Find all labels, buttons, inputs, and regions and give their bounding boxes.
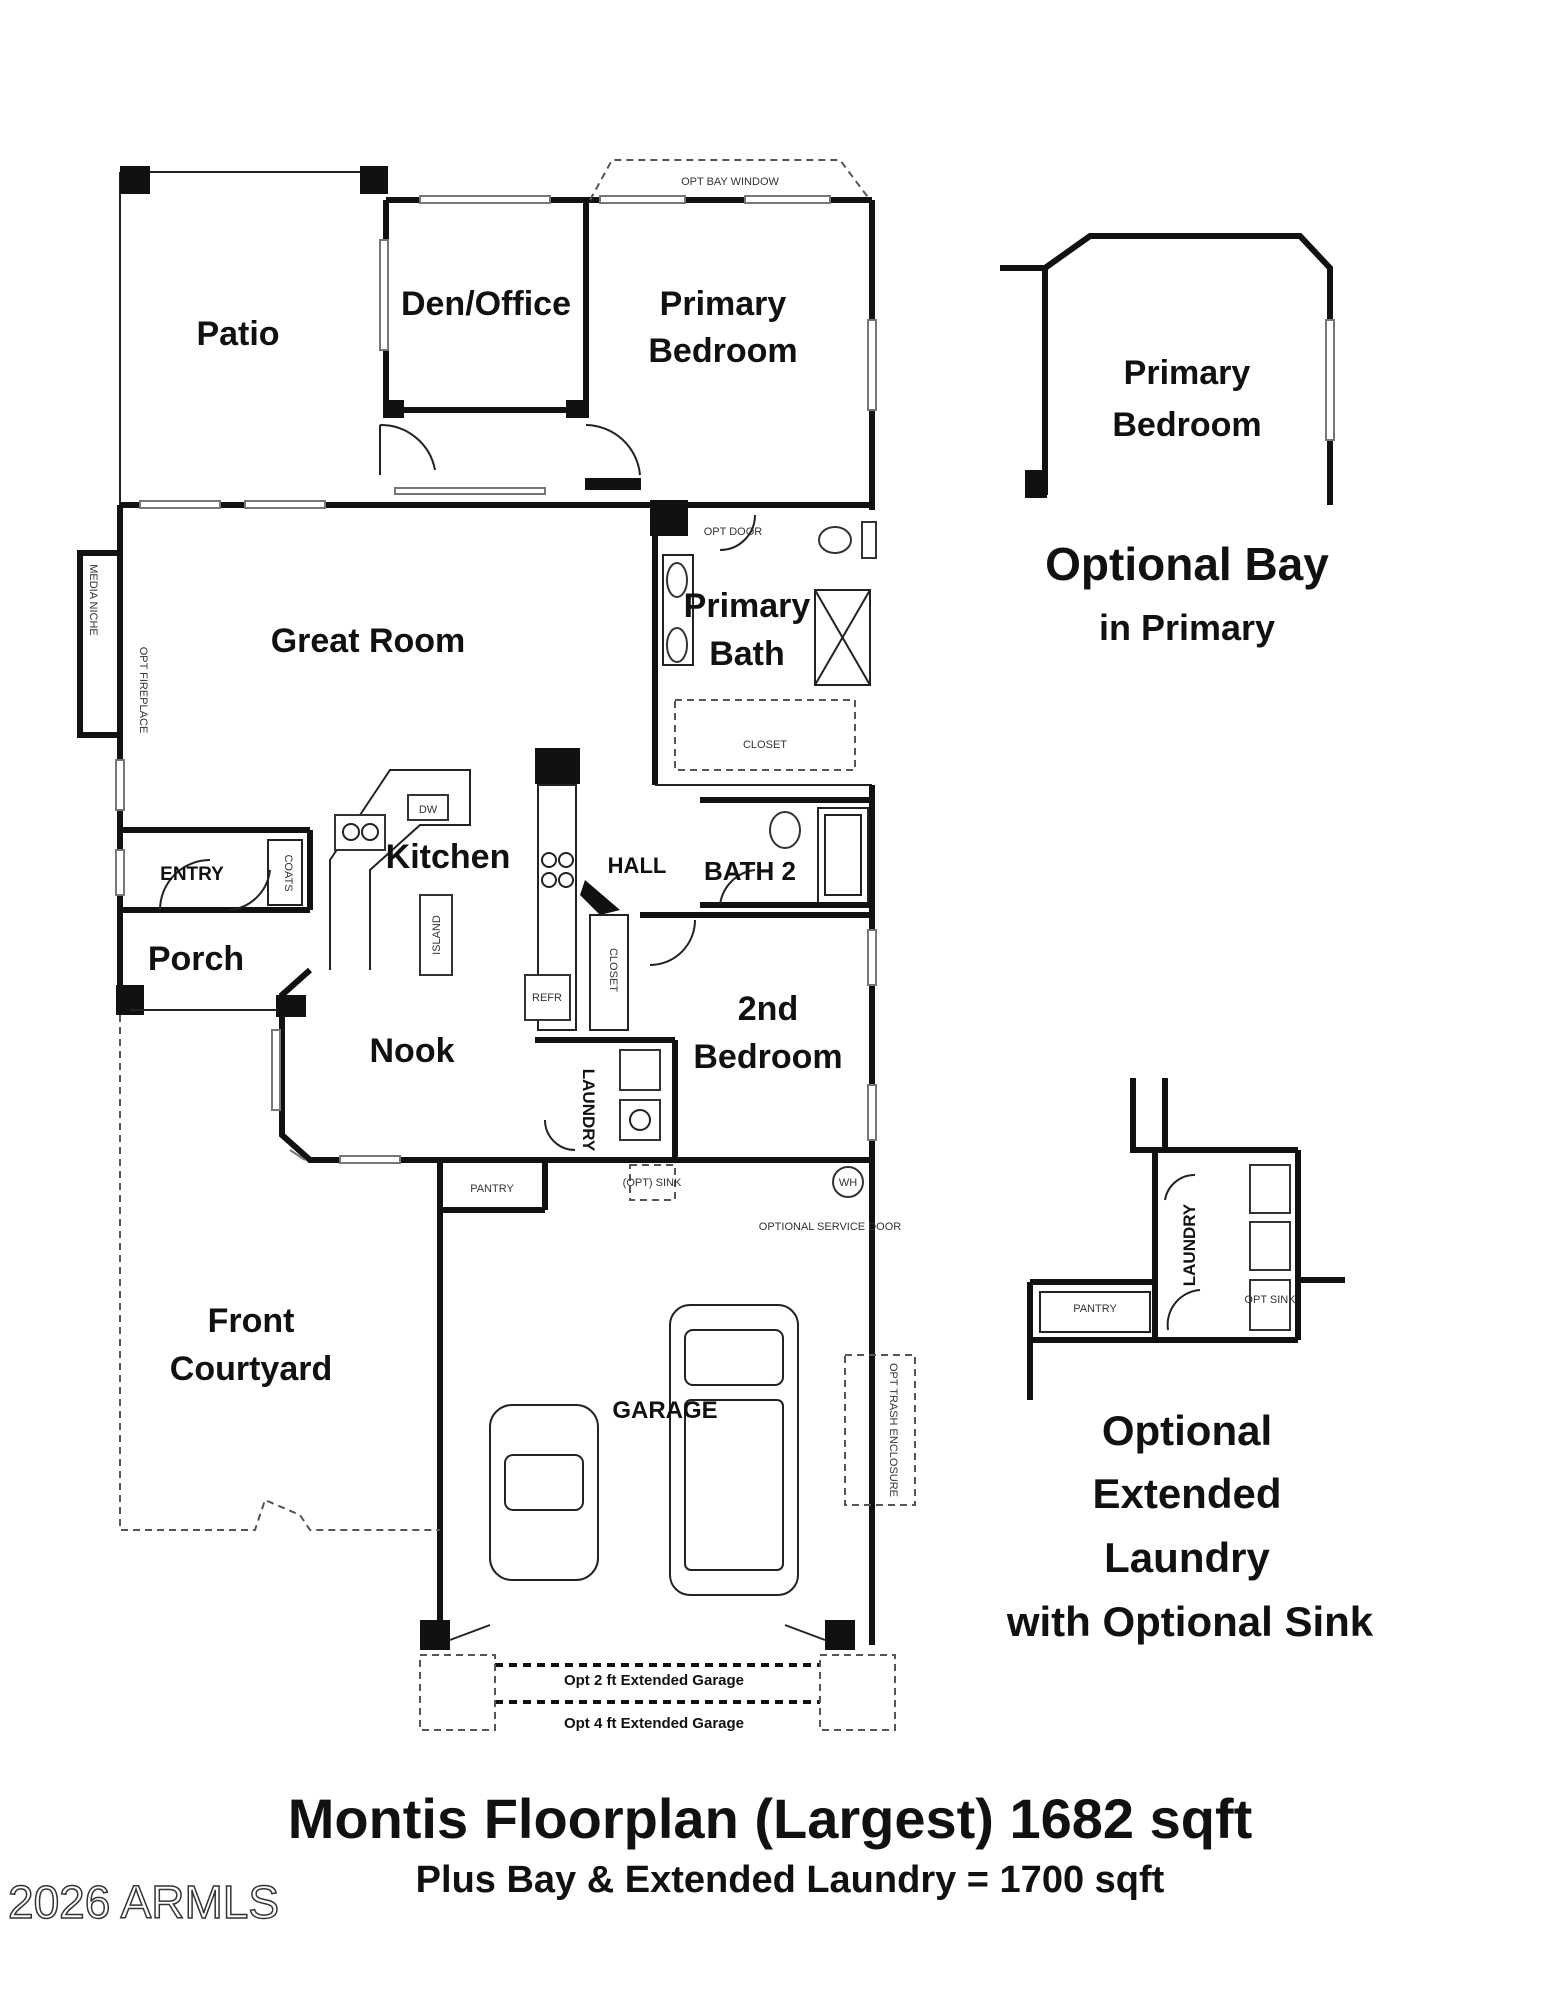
laundry-title-line3: Laundry xyxy=(1104,1534,1270,1581)
label-primary-bedroom-line1: Primary xyxy=(660,285,787,323)
primary-bath-room xyxy=(650,500,877,786)
label-refr: REFR xyxy=(532,992,562,1004)
bay-label-line1: Primary xyxy=(1124,354,1251,392)
label-laundry: LAUNDRY xyxy=(579,1069,598,1152)
label-opt-trash-enclosure: OPT TRASH ENCLOSURE xyxy=(887,1363,899,1497)
primary-bedroom-room xyxy=(586,159,877,510)
nook-area xyxy=(271,967,545,1164)
door-swings-upper xyxy=(379,423,641,495)
label-opt-sink: (OPT) SINK xyxy=(623,1177,682,1189)
label-great-room: Great Room xyxy=(271,622,466,660)
laundry-inset-pantry: PANTRY xyxy=(1073,1303,1117,1315)
label-opt-service-door: OPTIONAL SERVICE DOOR xyxy=(759,1221,901,1233)
front-courtyard-wall xyxy=(119,1015,440,1531)
label-coats: COATS xyxy=(282,854,294,891)
label-opt-door: OPT DOOR xyxy=(704,526,763,538)
laundry-title-line1: Optional xyxy=(1102,1407,1272,1454)
label-wh: WH xyxy=(839,1177,857,1189)
main-floorplan xyxy=(77,159,916,1731)
label-opt-bay-window: OPT BAY WINDOW xyxy=(681,176,779,188)
label-nook: Nook xyxy=(370,1032,455,1070)
label-primary-bath-line2: Bath xyxy=(709,635,785,673)
label-patio: Patio xyxy=(196,315,279,353)
bay-label-line2: Bedroom xyxy=(1112,406,1261,444)
bay-title-line1: Optional Bay xyxy=(1045,538,1329,590)
pantry-area xyxy=(437,1160,548,1213)
laundry-title-line4: with Optional Sink xyxy=(1006,1598,1374,1645)
label-closet: CLOSET xyxy=(743,739,787,751)
garage-area xyxy=(420,1157,916,1650)
label-closet-hall: CLOSET xyxy=(607,948,619,992)
great-room-walls xyxy=(77,500,655,830)
footer-title: Montis Floorplan (Largest) 1682 sqft xyxy=(288,1787,1253,1850)
patio-area xyxy=(119,166,388,505)
bay-title-line2: in Primary xyxy=(1099,607,1275,648)
label-bath2: BATH 2 xyxy=(704,856,796,886)
label-front-courtyard-line1: Front xyxy=(208,1302,295,1340)
label-front-courtyard-line2: Courtyard xyxy=(170,1350,332,1388)
label-dw: DW xyxy=(419,804,438,816)
label-porch: Porch xyxy=(148,940,244,978)
optional-bay-inset: Primary Bedroom Optional Bay in Primary xyxy=(1000,233,1335,648)
armls-watermark: 2026 ARMLS xyxy=(8,1876,279,1928)
label-entry: ENTRY xyxy=(160,864,224,885)
label-primary-bath-line1: Primary xyxy=(684,587,811,625)
label-pantry: PANTRY xyxy=(470,1183,514,1195)
extended-garage-options xyxy=(419,1654,896,1731)
label-hall: HALL xyxy=(608,853,667,878)
label-garage: GARAGE xyxy=(612,1397,717,1424)
label-opt-2ft-garage: Opt 2 ft Extended Garage xyxy=(564,1672,744,1689)
label-primary-bedroom-line2: Bedroom xyxy=(648,332,797,370)
label-island: ISLAND xyxy=(431,915,443,955)
kitchen-area xyxy=(329,748,620,1031)
footer-subtitle: Plus Bay & Extended Laundry = 1700 sqft xyxy=(416,1859,1165,1901)
entry-porch-area xyxy=(115,827,313,1017)
label-2nd-bedroom-line1: 2nd xyxy=(738,990,798,1028)
label-kitchen: Kitchen xyxy=(386,838,511,876)
den-office-room xyxy=(379,195,589,418)
laundry-inset-sink: OPT SINK xyxy=(1244,1294,1296,1306)
label-2nd-bedroom-line2: Bedroom xyxy=(693,1038,842,1076)
laundry-title-line2: Extended xyxy=(1092,1470,1281,1517)
bath2-room xyxy=(700,785,875,1165)
optional-laundry-inset: PANTRY LAUNDRY OPT SINK Optional Extende… xyxy=(1006,1078,1374,1645)
label-den-office: Den/Office xyxy=(401,285,571,323)
label-opt-fireplace: OPT FIREPLACE xyxy=(137,647,149,734)
label-opt-4ft-garage: Opt 4 ft Extended Garage xyxy=(564,1715,744,1732)
laundry-area xyxy=(535,914,678,1201)
label-media-niche: MEDIA NICHE xyxy=(87,564,99,636)
laundry-inset-label: LAUNDRY xyxy=(1180,1203,1199,1286)
